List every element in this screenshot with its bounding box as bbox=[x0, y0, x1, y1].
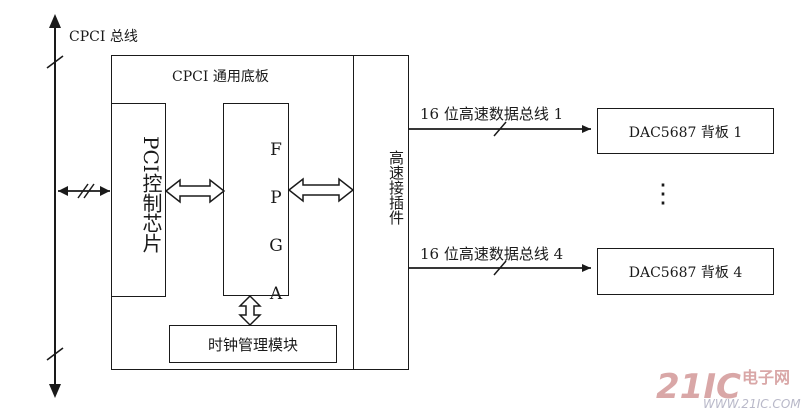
bus-to-pci-link bbox=[58, 183, 110, 199]
clock-management-label: 时钟管理模块 bbox=[207, 336, 298, 354]
data-bus-label-1: 16 位高速数据总线 1 bbox=[420, 105, 564, 123]
fpga-label: F P G A bbox=[266, 140, 286, 308]
watermark-url-text: WWW.21IC.COM bbox=[703, 397, 801, 411]
pci-control-chip-label: PCI控制芯片 bbox=[139, 136, 163, 253]
watermark-logo-text: 21IC bbox=[656, 367, 741, 407]
data-bus-line-1 bbox=[409, 121, 591, 137]
dac-backplane-1-label: DAC5687 背板 1 bbox=[628, 125, 743, 141]
cpci-baseboard-label: CPCI 通用底板 bbox=[172, 69, 269, 85]
watermark-cn-text: 电子网 bbox=[742, 368, 790, 387]
fpga-block bbox=[223, 103, 289, 296]
ellipsis: ⋮ bbox=[650, 179, 676, 209]
dac-backplane-4-label: DAC5687 背板 4 bbox=[628, 265, 743, 281]
dac-backplane-4 bbox=[597, 248, 774, 295]
data-bus-line-4 bbox=[409, 260, 591, 276]
pci-fpga-arrow bbox=[164, 178, 226, 204]
cpci-bus-label: CPCI 总线 bbox=[69, 29, 138, 45]
pci-control-chip bbox=[111, 103, 166, 297]
data-bus-label-4: 16 位高速数据总线 4 bbox=[420, 245, 564, 263]
dac-backplane-1 bbox=[597, 108, 774, 154]
high-speed-connector bbox=[353, 55, 409, 370]
cpci-bus-line bbox=[46, 14, 64, 398]
watermark-logo: 21IC 电子网 WWW.21IC.COM bbox=[656, 367, 801, 411]
clock-management-module bbox=[169, 325, 337, 363]
high-speed-connector-label: 高速接插件 bbox=[387, 150, 405, 225]
